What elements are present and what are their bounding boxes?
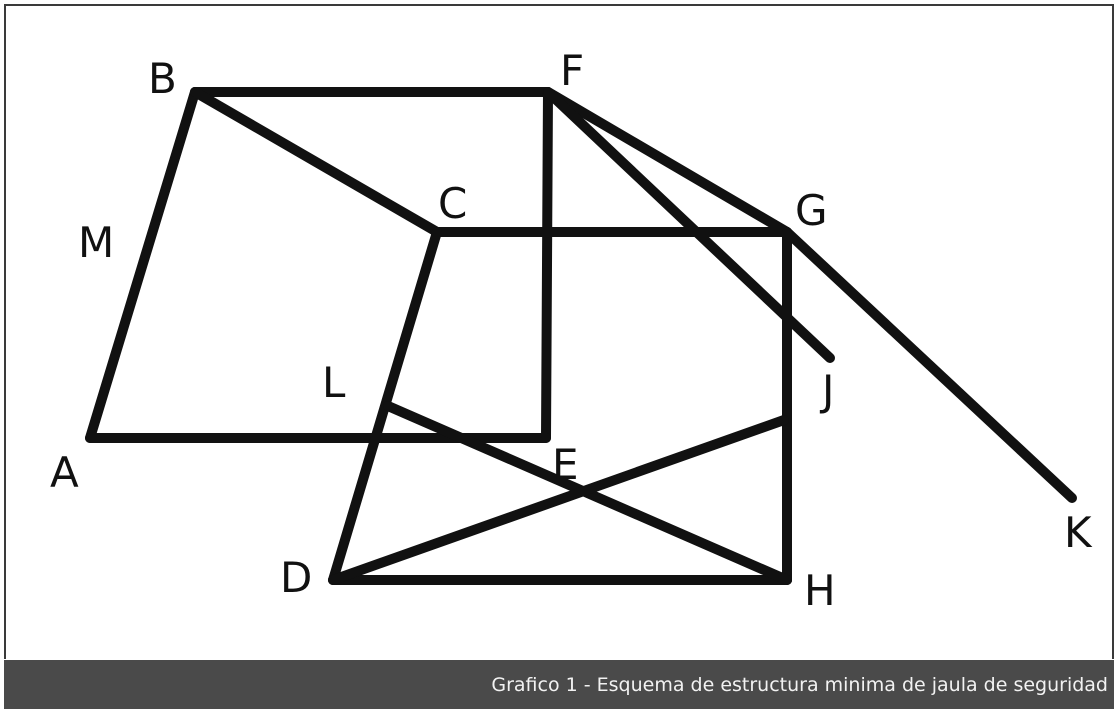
- bar-a-b: [85, 87, 200, 443]
- figure-caption: Grafico 1 - Esquema de estructura minima…: [491, 673, 1108, 696]
- point-labels: B F C G M L J A E K D H: [50, 46, 1093, 615]
- label-g: G: [795, 186, 828, 235]
- label-h: H: [804, 566, 836, 615]
- label-d: D: [280, 553, 312, 602]
- bar-d-g-diagonal: [328, 415, 789, 585]
- bar-f-e: [541, 87, 553, 443]
- structure-bars: [85, 87, 1077, 585]
- label-b: B: [148, 54, 177, 103]
- label-l: L: [322, 358, 346, 407]
- caption-bar: Grafico 1 - Esquema de estructura minima…: [4, 660, 1114, 709]
- label-e: E: [552, 440, 579, 489]
- label-j: J: [819, 366, 834, 415]
- label-f: F: [560, 46, 584, 95]
- label-m: M: [78, 218, 114, 267]
- bar-g-k: [782, 227, 1077, 503]
- figure-border: [4, 4, 1114, 659]
- label-k: K: [1064, 508, 1093, 557]
- bar-f-g: [543, 87, 792, 237]
- roll-cage-diagram: B F C G M L J A E K D H: [50, 46, 1093, 615]
- label-a: A: [50, 448, 79, 497]
- label-c: C: [438, 179, 467, 228]
- bar-b-c: [190, 87, 442, 237]
